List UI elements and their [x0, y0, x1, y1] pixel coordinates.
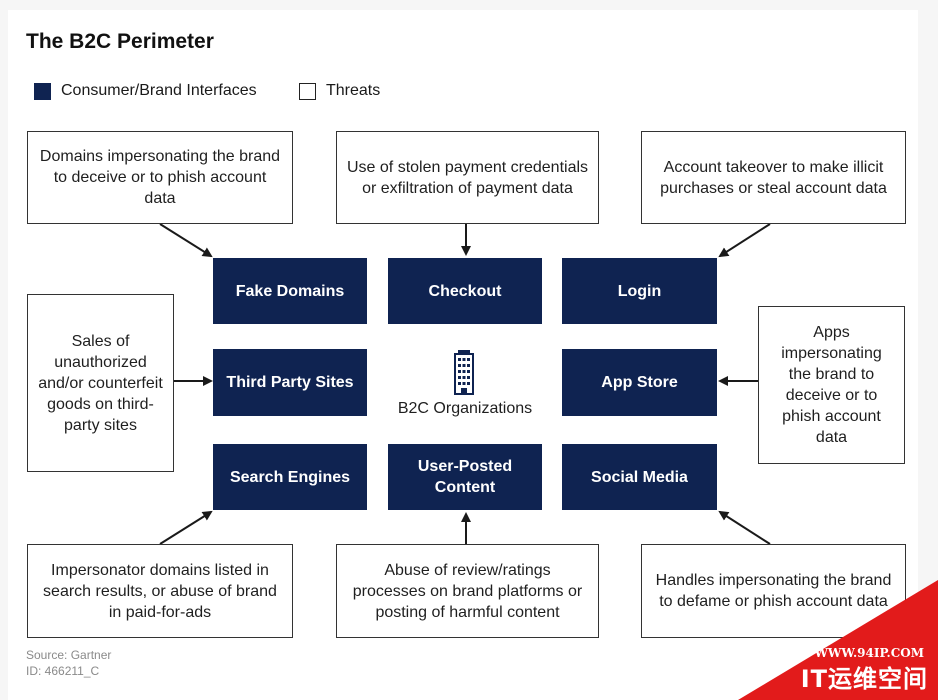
threat-app-store: Apps impersonating the brand to deceive …: [758, 306, 905, 464]
interface-fake-domains: Fake Domains: [213, 258, 367, 324]
threat-third-party: Sales of unauthorized and/or counterfeit…: [27, 294, 174, 472]
arrow-search: [159, 510, 213, 545]
threat-social: Handles impersonating the brand to defam…: [641, 544, 906, 638]
watermark-banner: [738, 580, 938, 700]
threat-login: Account takeover to make illicit purchas…: [641, 131, 906, 224]
diagram-title: The B2C Perimeter: [26, 30, 214, 53]
legend-threats-label: Threats: [326, 82, 381, 99]
threat-search: Impersonator domains listed in search re…: [27, 544, 293, 638]
interface-search: Search Engines: [213, 444, 367, 510]
legend-swatch-dark: [34, 82, 51, 100]
legend-threats: Threats: [299, 82, 380, 100]
legend-swatch-light: [299, 82, 316, 100]
interface-third-party: Third Party Sites: [213, 349, 367, 416]
watermark-url: WWW.94IP.COM: [814, 646, 924, 660]
legend-interfaces: Consumer/Brand Interfaces: [34, 82, 257, 100]
arrow-social: [718, 510, 771, 545]
center-label: B2C Organizations: [397, 400, 533, 417]
interface-user-posted: User-Posted Content: [388, 444, 542, 510]
interface-login: Login: [562, 258, 717, 324]
footer-id: ID: 466211_C: [26, 664, 100, 678]
arrow-fake-domains: [159, 223, 213, 258]
watermark-name: IT运维空间: [800, 665, 928, 693]
threat-user-posted: Abuse of review/ratings processes on bra…: [336, 544, 599, 638]
legend-interfaces-label: Consumer/Brand Interfaces: [61, 82, 257, 99]
interface-app-store: App Store: [562, 349, 717, 416]
footer-source: Source: Gartner: [26, 648, 112, 662]
threat-checkout: Use of stolen payment credentials or exf…: [336, 131, 599, 224]
arrow-login: [718, 223, 771, 258]
threat-fake-domains: Domains impersonating the brand to decei…: [27, 131, 293, 224]
interface-social: Social Media: [562, 444, 717, 510]
building-icon: [454, 350, 474, 395]
interface-checkout: Checkout: [388, 258, 542, 324]
